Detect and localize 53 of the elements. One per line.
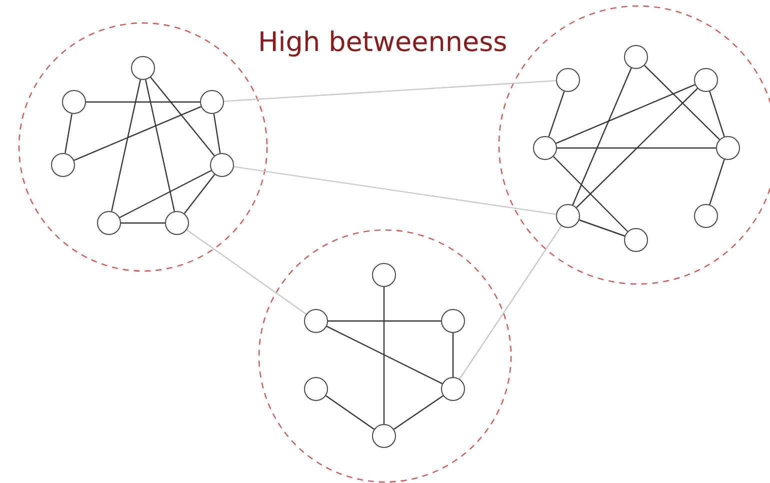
graph-node-circle — [372, 424, 396, 448]
connector-line — [326, 395, 374, 430]
connector-line — [145, 80, 175, 212]
connector-line — [111, 80, 141, 212]
connector-line — [579, 219, 625, 237]
connector-line — [119, 170, 212, 218]
connector-line — [224, 80, 556, 102]
connector-line — [576, 88, 698, 208]
graph-node-circle — [624, 45, 648, 69]
connector-line — [557, 147, 716, 149]
connector-line — [552, 156, 628, 232]
graph-node-circle — [165, 211, 189, 235]
dashed-group-circle — [258, 229, 512, 483]
connector-line — [556, 84, 696, 144]
graph-node-circle — [62, 90, 86, 114]
connector-line — [186, 229, 307, 315]
graph-node-circle — [533, 136, 557, 160]
graph-node-circle — [200, 90, 224, 114]
connector-line — [644, 64, 720, 140]
connector-line — [459, 226, 562, 380]
connector-line — [234, 166, 556, 215]
graph-node-circle — [694, 204, 718, 228]
connector-line — [326, 326, 443, 384]
connector-line — [709, 91, 725, 137]
connector-line — [213, 114, 221, 154]
graph-node-circle — [441, 309, 465, 333]
graph-node-circle — [210, 153, 234, 177]
graph-node-circle — [556, 68, 580, 92]
connector-line — [394, 395, 444, 430]
connector-line — [121, 222, 165, 224]
connector-line — [86, 101, 200, 103]
graph-node-circle — [97, 211, 121, 235]
graph-node-circle — [694, 68, 718, 92]
graph-node-circle — [624, 228, 648, 252]
connector-line — [383, 287, 385, 424]
connector-line — [74, 106, 202, 161]
graph-node-circle — [556, 204, 580, 228]
graph-node-circle — [131, 56, 155, 80]
graph-node-circle — [441, 377, 465, 401]
connector-line — [150, 76, 215, 156]
connector-line — [452, 333, 454, 377]
graph-node-circle — [372, 263, 396, 287]
connector-line — [184, 174, 216, 214]
connector-line — [328, 320, 441, 322]
connector-line — [572, 68, 632, 206]
diagram-title: High betweenness — [258, 27, 508, 58]
graph-node-circle — [304, 309, 328, 333]
graph-node-circle — [51, 153, 75, 177]
connector-line — [548, 91, 565, 137]
graph-node-circle — [716, 136, 740, 160]
connector-line — [64, 114, 72, 154]
graph-node-circle — [304, 377, 328, 401]
connector-line — [709, 159, 725, 205]
